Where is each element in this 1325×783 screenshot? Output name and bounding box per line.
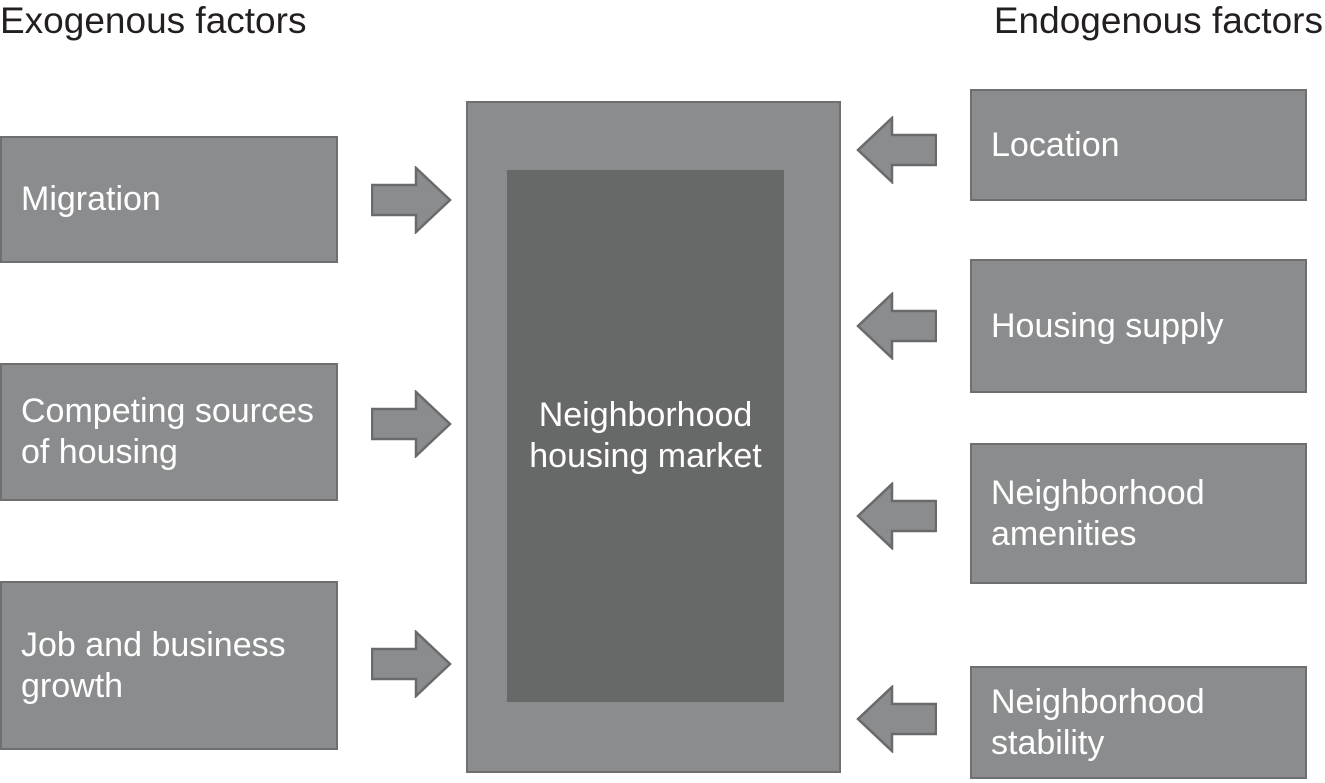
factor-label: Migration [21, 180, 161, 219]
factor-box-neighborhood-amenities: Neighborhood amenities [970, 443, 1307, 584]
arrow-right-icon [371, 390, 452, 458]
factor-label: Neighborhood stability [991, 682, 1205, 762]
factor-label: Job and business growth [21, 625, 286, 705]
factor-box-housing-supply: Housing supply [970, 259, 1307, 393]
factor-box-neighborhood-stability: Neighborhood stability [970, 666, 1307, 779]
arrow-left-icon [856, 482, 937, 550]
neighborhood-housing-market-outer-box: Neighborhood housing market [466, 101, 841, 773]
endogenous-factors-heading: Endogenous factors [993, 0, 1323, 41]
arrow-right-icon [371, 630, 452, 698]
arrow-left-icon [856, 685, 937, 753]
factor-box-migration: Migration [0, 136, 338, 263]
arrow-left-icon [856, 292, 937, 360]
factor-box-location: Location [970, 89, 1307, 201]
factor-label: Housing supply [991, 306, 1224, 345]
factor-label: Location [991, 125, 1120, 164]
arrow-left-icon [856, 116, 937, 184]
exogenous-factors-heading: Exogenous factors [0, 0, 307, 41]
arrow-right-icon [371, 166, 452, 234]
center-label: Neighborhood housing market [529, 396, 762, 475]
factor-label: Competing sources of housing [21, 392, 314, 471]
factor-label: Neighborhood amenities [991, 473, 1205, 553]
factor-box-job-business-growth: Job and business growth [0, 581, 338, 750]
neighborhood-housing-market-inner-box: Neighborhood housing market [507, 170, 784, 702]
factor-box-competing-sources: Competing sources of housing [0, 363, 338, 501]
